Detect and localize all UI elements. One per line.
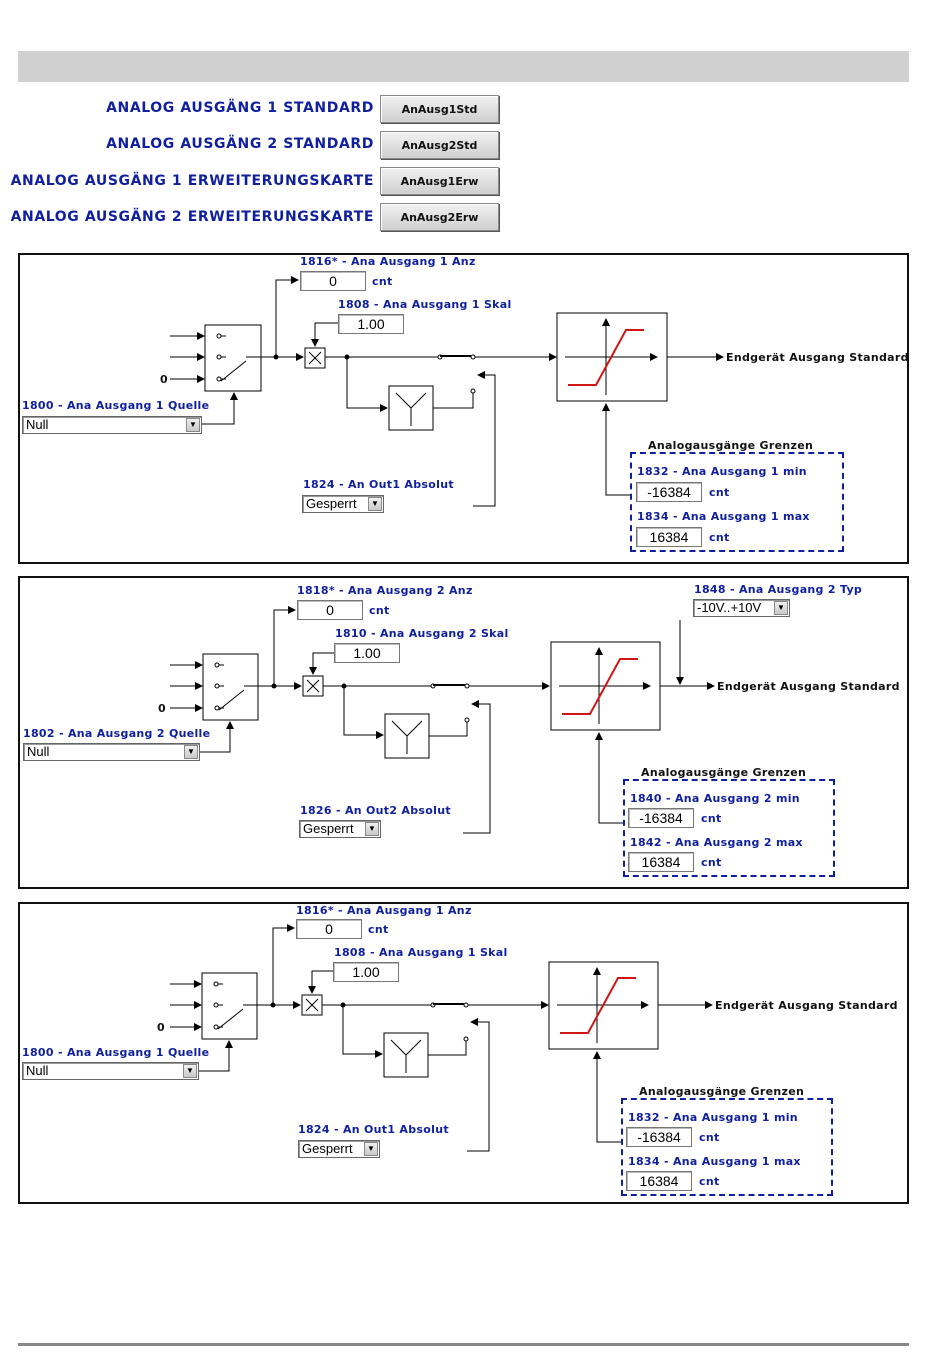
skal-value-field[interactable]: 1.00 bbox=[333, 962, 399, 982]
limits-title: Analogausgänge Grenzen bbox=[648, 439, 814, 452]
anz-unit: cnt bbox=[369, 604, 390, 617]
quelle-select[interactable]: Null▼ bbox=[22, 416, 202, 434]
max-value-field[interactable]: 16384 bbox=[626, 1171, 692, 1191]
max-label: 1842 - Ana Ausgang 2 max bbox=[630, 836, 803, 849]
typ-select[interactable]: -10V..+10V▼ bbox=[693, 599, 790, 617]
block-diagram bbox=[170, 606, 715, 834]
min-value-field[interactable]: -16384 bbox=[628, 808, 694, 828]
panel-analog-output-1-extension: 1816* - Ana Ausgang 1 Anz 0 cnt 1808 - A… bbox=[18, 902, 909, 1204]
limits-title: Analogausgänge Grenzen bbox=[641, 766, 807, 779]
typ-label: 1848 - Ana Ausgang 2 Typ bbox=[694, 583, 863, 596]
min-unit: cnt bbox=[709, 486, 730, 499]
anz-value-field[interactable]: 0 bbox=[296, 919, 362, 939]
min-label: 1840 - Ana Ausgang 2 min bbox=[630, 792, 800, 805]
nav-label-ao1-standard: ANALOG AUSGÄNG 1 STANDARD bbox=[106, 100, 374, 116]
nav-label-ao1-extension: ANALOG AUSGÄNG 1 ERWEITERUNGSKARTE bbox=[10, 173, 374, 189]
block-diagram bbox=[170, 276, 724, 507]
max-unit: cnt bbox=[701, 856, 722, 869]
absolut-label: 1826 - An Out2 Absolut bbox=[300, 804, 451, 817]
anz-value-field[interactable]: 0 bbox=[297, 600, 363, 620]
min-value-field[interactable]: -16384 bbox=[636, 482, 702, 502]
min-unit: cnt bbox=[701, 812, 722, 825]
quelle-select[interactable]: Null▼ bbox=[22, 1062, 199, 1080]
skal-label: 1808 - Ana Ausgang 1 Skal bbox=[334, 946, 508, 959]
min-unit: cnt bbox=[699, 1131, 720, 1144]
zero-input-label: 0 bbox=[160, 373, 168, 386]
chevron-down-icon: ▼ bbox=[186, 418, 200, 432]
skal-label: 1810 - Ana Ausgang 2 Skal bbox=[335, 627, 509, 640]
output-label: Endgerät Ausgang Standard bbox=[726, 351, 909, 364]
output-label: Endgerät Ausgang Standard bbox=[715, 999, 898, 1012]
max-value-field[interactable]: 16384 bbox=[628, 852, 694, 872]
min-label: 1832 - Ana Ausgang 1 min bbox=[628, 1111, 798, 1124]
skal-value-field[interactable]: 1.00 bbox=[338, 314, 404, 334]
min-label: 1832 - Ana Ausgang 1 min bbox=[637, 465, 807, 478]
panel-analog-output-2-standard: 1818* - Ana Ausgang 2 Anz 0 cnt 1810 - A… bbox=[18, 576, 909, 889]
quelle-select[interactable]: Null▼ bbox=[23, 743, 200, 761]
anz-label: 1816* - Ana Ausgang 1 Anz bbox=[296, 904, 472, 917]
nav-label-ao2-standard: ANALOG AUSGÄNG 2 STANDARD bbox=[106, 136, 374, 152]
limits-title: Analogausgänge Grenzen bbox=[639, 1085, 805, 1098]
nav-button-ao1-standard[interactable]: AnAusg1Std bbox=[380, 95, 499, 123]
anz-value-field[interactable]: 0 bbox=[300, 271, 366, 291]
panel-analog-output-1-standard: 1816* - Ana Ausgang 1 Anz 0 cnt 1808 - A… bbox=[18, 253, 909, 564]
anz-unit: cnt bbox=[372, 275, 393, 288]
max-value-field[interactable]: 16384 bbox=[636, 527, 702, 547]
max-label: 1834 - Ana Ausgang 1 max bbox=[637, 510, 810, 523]
output-label: Endgerät Ausgang Standard bbox=[717, 680, 900, 693]
absolut-select[interactable]: Gesperrt▼ bbox=[299, 820, 381, 838]
absolut-select[interactable]: Gesperrt▼ bbox=[298, 1140, 380, 1158]
chevron-down-icon: ▼ bbox=[184, 745, 198, 759]
chevron-down-icon: ▼ bbox=[183, 1064, 197, 1078]
anz-unit: cnt bbox=[368, 923, 389, 936]
nav-button-ao1-extension[interactable]: AnAusg1Erw bbox=[380, 167, 499, 195]
anz-label: 1818* - Ana Ausgang 2 Anz bbox=[297, 584, 473, 597]
quelle-label: 1800 - Ana Ausgang 1 Quelle bbox=[22, 1046, 210, 1059]
nav-button-ao2-standard[interactable]: AnAusg2Std bbox=[380, 131, 499, 159]
max-label: 1834 - Ana Ausgang 1 max bbox=[628, 1155, 801, 1168]
zero-input-label: 0 bbox=[157, 1021, 165, 1034]
skal-value-field[interactable]: 1.00 bbox=[334, 643, 400, 663]
skal-label: 1808 - Ana Ausgang 1 Skal bbox=[338, 298, 512, 311]
block-diagram bbox=[170, 924, 713, 1152]
limits-group bbox=[630, 452, 844, 552]
limits-group bbox=[623, 779, 835, 877]
nav-button-ao2-extension[interactable]: AnAusg2Erw bbox=[380, 203, 499, 231]
top-header-bar bbox=[18, 51, 909, 82]
quelle-label: 1800 - Ana Ausgang 1 Quelle bbox=[22, 399, 210, 412]
chevron-down-icon: ▼ bbox=[368, 497, 382, 511]
absolut-label: 1824 - An Out1 Absolut bbox=[298, 1123, 449, 1136]
anz-label: 1816* - Ana Ausgang 1 Anz bbox=[300, 255, 476, 268]
absolut-select[interactable]: Gesperrt▼ bbox=[302, 495, 384, 513]
min-value-field[interactable]: -16384 bbox=[626, 1127, 692, 1147]
nav-label-ao2-extension: ANALOG AUSGÄNG 2 ERWEITERUNGSKARTE bbox=[10, 209, 374, 225]
limits-group bbox=[621, 1098, 833, 1196]
quelle-label: 1802 - Ana Ausgang 2 Quelle bbox=[23, 727, 211, 740]
zero-input-label: 0 bbox=[158, 702, 166, 715]
max-unit: cnt bbox=[699, 1175, 720, 1188]
max-unit: cnt bbox=[709, 531, 730, 544]
absolut-label: 1824 - An Out1 Absolut bbox=[303, 478, 454, 491]
chevron-down-icon: ▼ bbox=[365, 822, 379, 836]
chevron-down-icon: ▼ bbox=[364, 1142, 378, 1156]
chevron-down-icon: ▼ bbox=[774, 601, 788, 615]
footer-rule bbox=[18, 1343, 909, 1346]
